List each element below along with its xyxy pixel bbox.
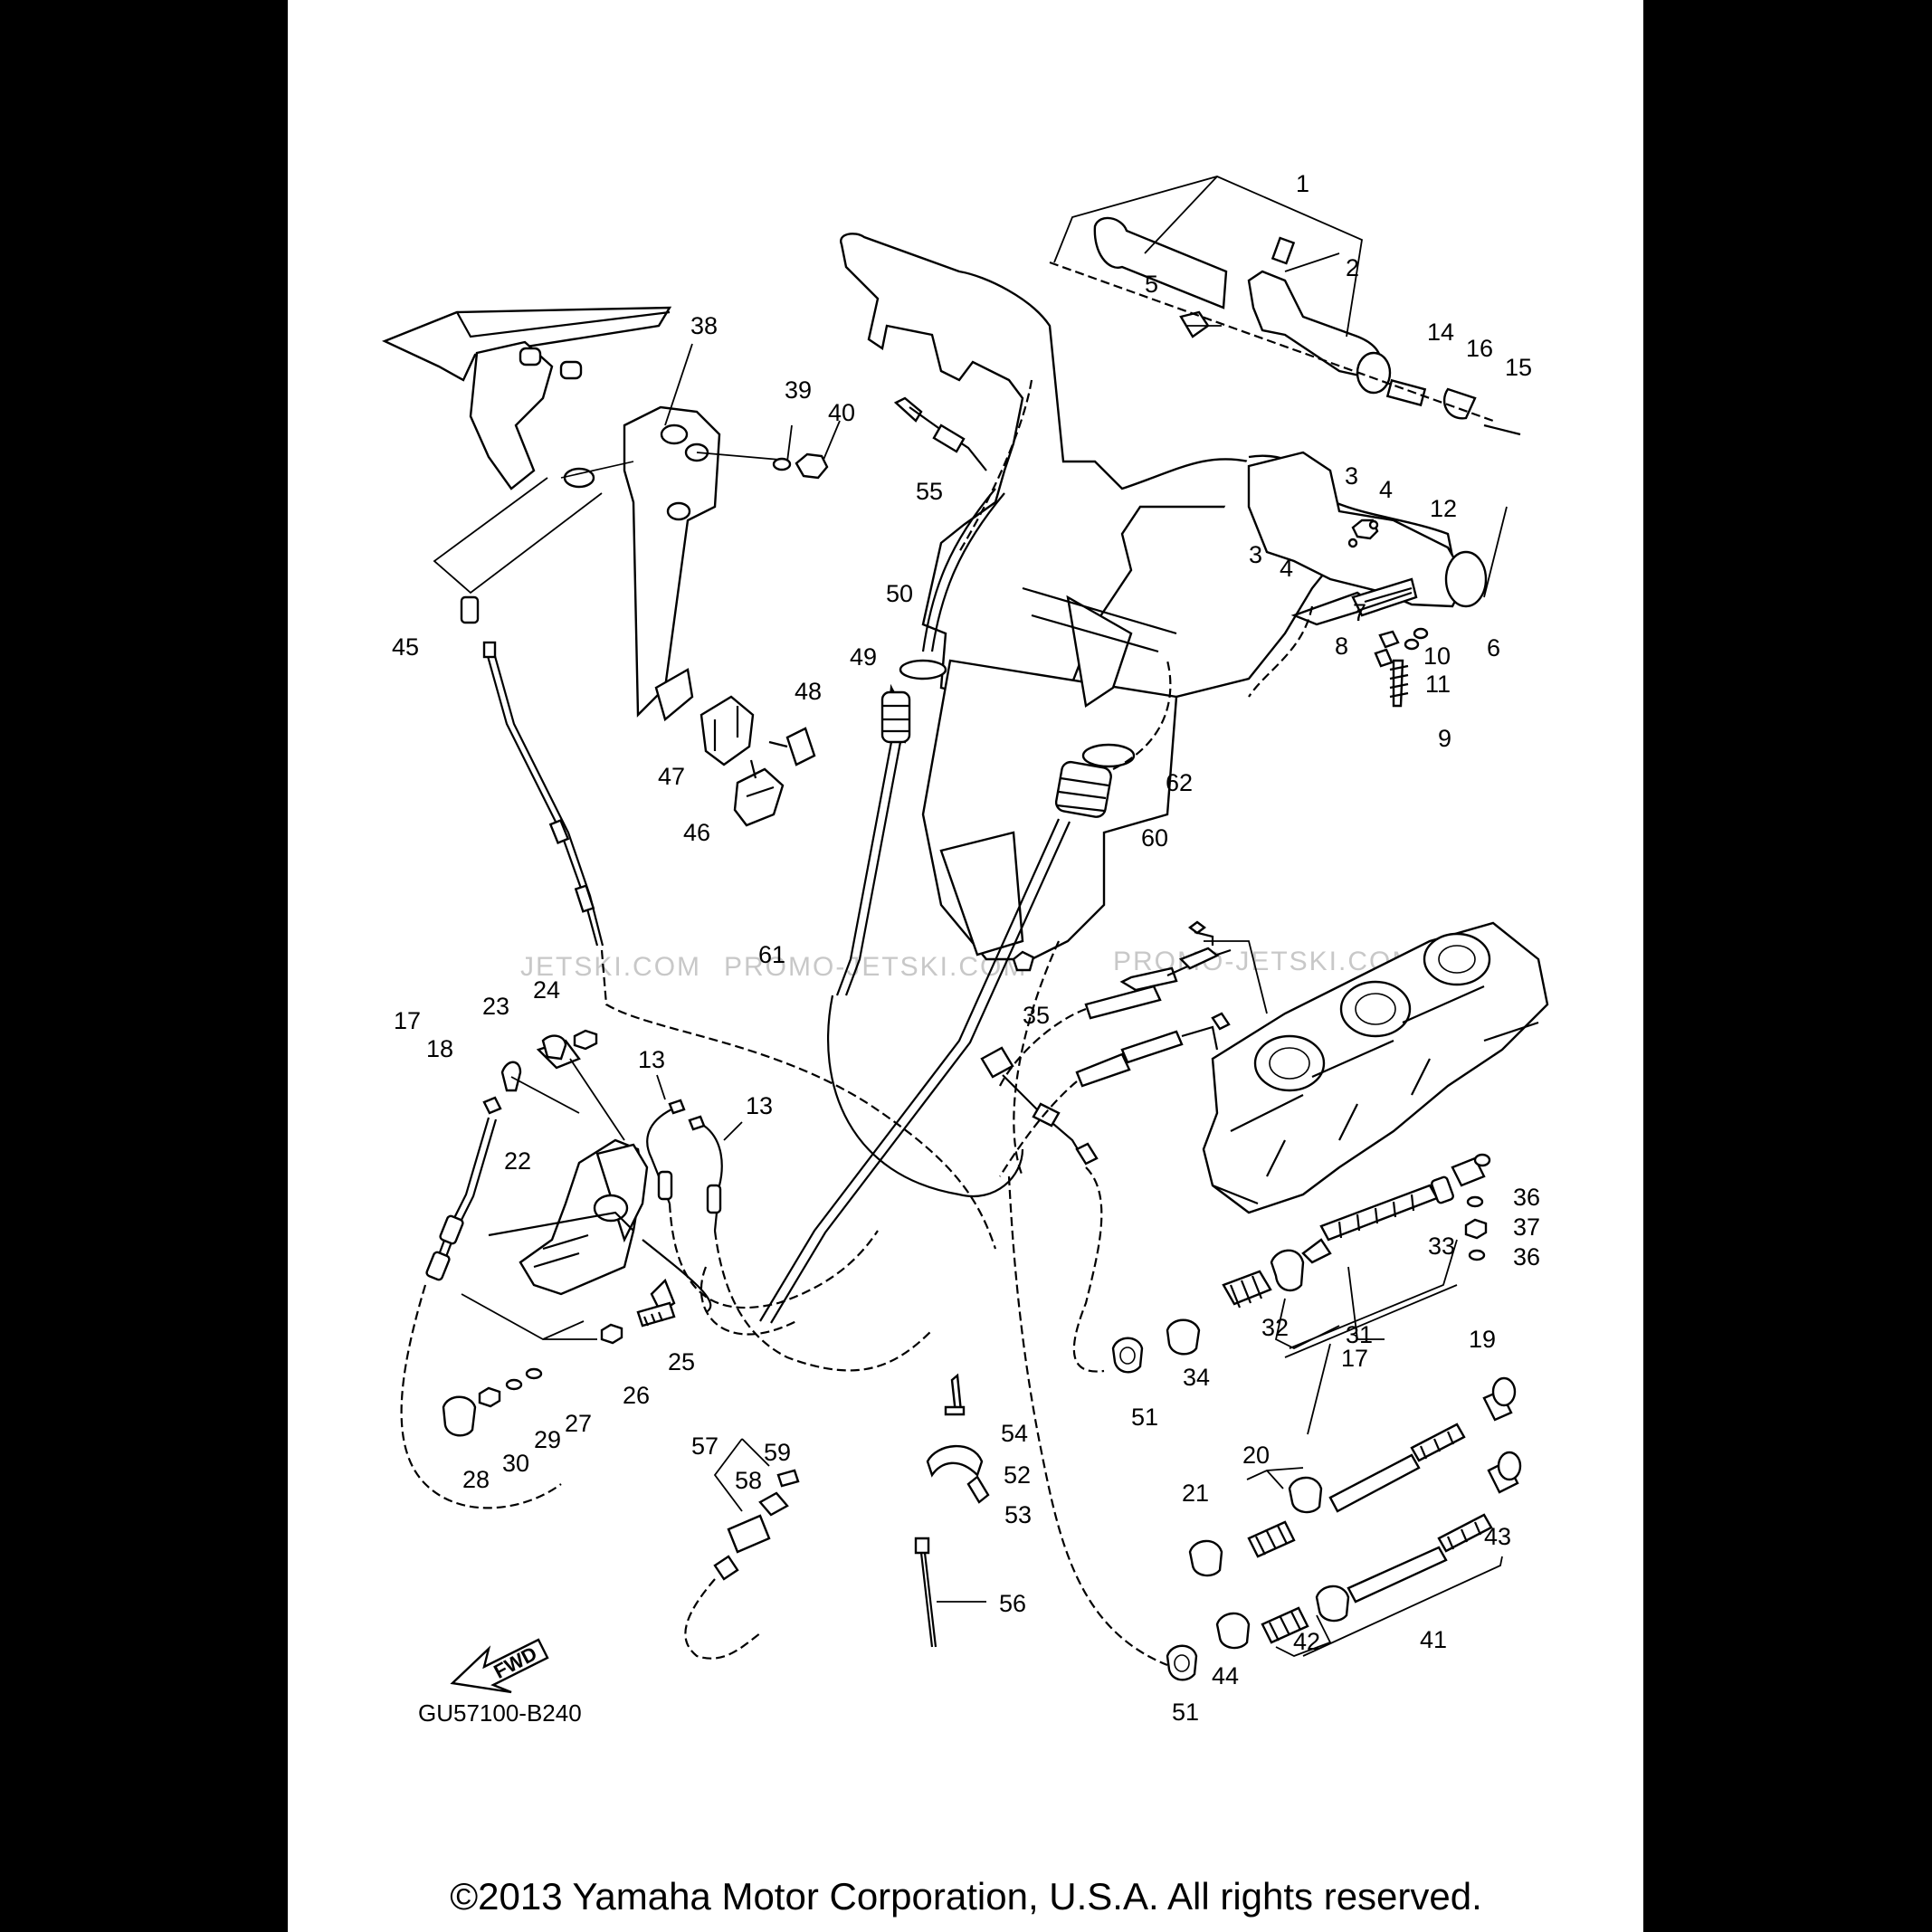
callout: 5 (1145, 271, 1158, 298)
fwd-arrow: FWD (450, 1638, 549, 1694)
callout: 12 (1430, 495, 1457, 522)
copyright-notice: ©2013 Yamaha Motor Corporation, U.S.A. A… (450, 1875, 1482, 1918)
callout: 4 (1379, 476, 1393, 503)
svg-text:PROMO-JETSKI.COM: PROMO-JETSKI.COM (724, 952, 1027, 982)
callout: 37 (1513, 1213, 1540, 1241)
callout: 56 (999, 1590, 1026, 1617)
callout: 36 (1513, 1243, 1540, 1271)
callout: 41 (1420, 1626, 1447, 1653)
callout: 25 (668, 1348, 695, 1375)
callout: 17 (1341, 1345, 1368, 1372)
callout: 9 (1438, 725, 1451, 752)
throttle-cable-35 (980, 1046, 1105, 1373)
callout: 48 (795, 678, 822, 705)
callout: 14 (1427, 319, 1454, 346)
callout: 38 (690, 312, 718, 339)
callout: 57 (691, 1432, 719, 1460)
callout: 61 (758, 941, 785, 968)
callout: 52 (1004, 1461, 1031, 1489)
carburetor-bank (1202, 921, 1549, 1214)
callout: 23 (482, 993, 509, 1020)
drawing-code: GU57100-B240 (418, 1699, 582, 1727)
fwd-label: FWD (490, 1642, 540, 1683)
callout: 7 (1353, 599, 1366, 626)
choke-cable-assembly (1111, 1153, 1491, 1374)
callout: 10 (1423, 642, 1451, 670)
callout: 17 (394, 1007, 421, 1034)
callout: 35 (1023, 1002, 1050, 1029)
throttle-housing (1247, 451, 1488, 708)
callout: 2 (1346, 254, 1359, 281)
callout: 54 (1001, 1420, 1028, 1447)
callout: 45 (392, 633, 419, 661)
callout: 20 (1242, 1442, 1270, 1469)
callout: 32 (1261, 1314, 1289, 1341)
callout: 13 (746, 1092, 773, 1119)
watermark: JETSKI.COM PROMO-JETSKI.COM PROMO-JETSKI… (520, 947, 1414, 982)
callout: 3 (1345, 462, 1358, 490)
callout: 30 (502, 1450, 529, 1477)
throttle-cable-45 (460, 595, 997, 1250)
leader-lines-top (1053, 176, 1508, 598)
callout: 39 (785, 376, 812, 404)
callout: 53 (1004, 1501, 1032, 1528)
lower-cable-assembly (1007, 940, 1522, 1681)
callout: 3 (1249, 541, 1262, 568)
callout: 42 (1293, 1628, 1320, 1655)
carburetor-cables (999, 920, 1232, 1177)
callout: 28 (462, 1466, 490, 1493)
callout: 33 (1428, 1232, 1455, 1260)
callout: 22 (504, 1147, 531, 1175)
callout: 58 (735, 1467, 762, 1494)
callout: 51 (1172, 1699, 1199, 1726)
callout: 13 (638, 1046, 665, 1073)
left-lower-assembly (400, 1029, 712, 1509)
callout: 1 (1296, 170, 1309, 197)
callout: 31 (1346, 1321, 1373, 1348)
callout: 60 (1141, 824, 1168, 852)
callout: 18 (426, 1035, 453, 1062)
steering-cable-set (700, 396, 1172, 1336)
callout: 50 (886, 580, 913, 607)
callout: 27 (565, 1410, 592, 1437)
callout: 34 (1183, 1364, 1210, 1391)
washer-39 (772, 457, 792, 471)
callout: 40 (828, 399, 855, 426)
right-grip-assembly (1049, 216, 1521, 436)
callout: 47 (658, 763, 685, 790)
callout: 6 (1487, 634, 1500, 661)
callout: 49 (850, 643, 877, 671)
callout: 19 (1469, 1326, 1496, 1353)
callout: 43 (1484, 1523, 1511, 1550)
callout: 62 (1166, 769, 1193, 796)
bracket-46-47 (700, 695, 816, 827)
callout: 51 (1131, 1404, 1158, 1431)
callout: 44 (1212, 1662, 1239, 1689)
svg-text:JETSKI.COM: JETSKI.COM (520, 952, 701, 982)
callout: 15 (1505, 354, 1532, 381)
callout: 59 (764, 1439, 791, 1466)
callout: 8 (1335, 633, 1348, 660)
callout: 24 (533, 976, 560, 1004)
callout: 21 (1182, 1480, 1209, 1507)
throttle-lever-assembly (381, 306, 721, 722)
cables-13 (646, 1074, 933, 1372)
callout: 16 (1466, 335, 1493, 362)
callout: 55 (916, 478, 943, 505)
callout-labels: 1 2 3 3 4 4 5 6 7 8 9 10 11 12 13 13 14 … (392, 170, 1540, 1726)
clamp-and-sensor (684, 1373, 990, 1660)
callout: 26 (623, 1382, 650, 1409)
nut-40 (795, 452, 829, 480)
callout: 46 (683, 819, 710, 846)
callout: 36 (1513, 1184, 1540, 1211)
callout: 4 (1280, 555, 1293, 582)
callout: 29 (534, 1426, 561, 1453)
callout: 11 (1425, 671, 1451, 698)
